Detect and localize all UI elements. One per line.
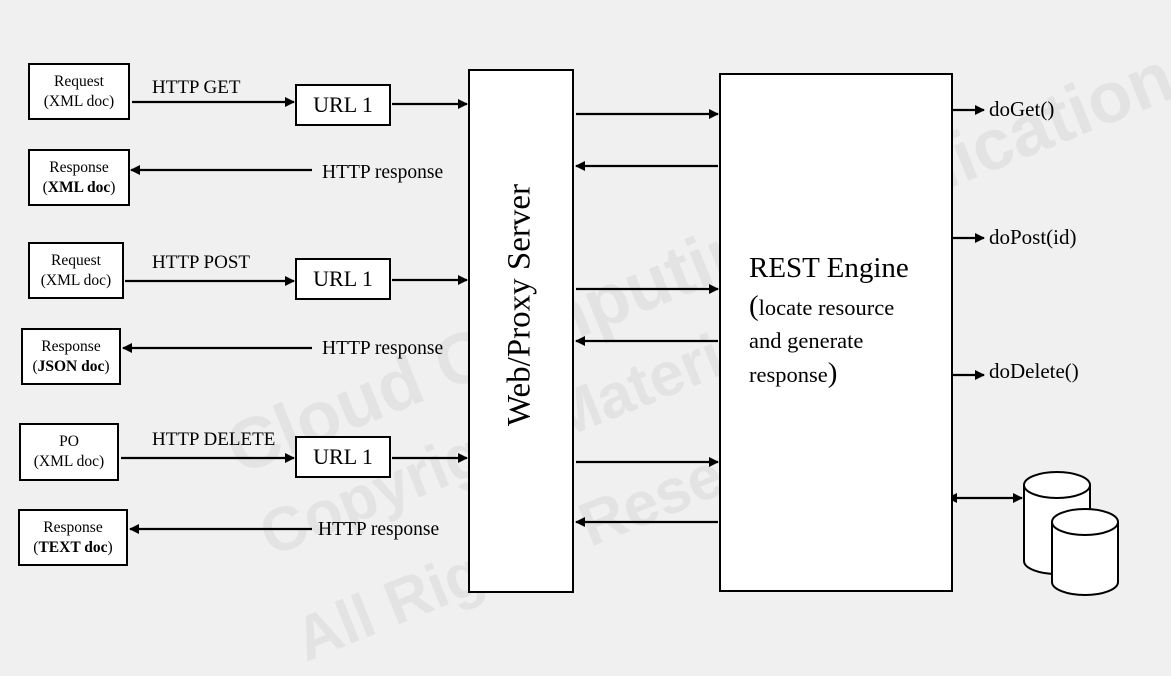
response-box-json-format: JSON doc xyxy=(37,357,105,375)
response-box-xml-line1: Response xyxy=(49,158,109,176)
url-box-post: URL 1 xyxy=(295,258,391,300)
http-response-label-2: HTTP response xyxy=(322,338,444,359)
rest-engine-box xyxy=(719,73,953,592)
database-icon xyxy=(1023,471,1119,596)
rest-engine-description: (locate resource and generate response) xyxy=(749,290,895,389)
response-box-text: Response (TEXT doc) xyxy=(18,509,128,566)
response-box-json: Response (JSON doc) xyxy=(21,328,121,385)
doget-label: doGet() xyxy=(989,97,1055,121)
dopost-label: doPost(id) xyxy=(989,225,1077,249)
url-box-get-label: URL 1 xyxy=(313,92,373,117)
rest-engine-desc-line1: locate resource xyxy=(758,295,895,320)
database-cylinder-back-top xyxy=(1023,471,1091,499)
response-box-xml-format: XML doc xyxy=(47,178,111,196)
web-proxy-server-label: Web/Proxy Server xyxy=(501,183,538,427)
dodelete-label: doDelete() xyxy=(989,359,1079,383)
connector-arrows xyxy=(121,97,1119,596)
http-get-label: HTTP GET xyxy=(152,77,241,98)
response-box-text-format: TEXT doc xyxy=(38,538,108,556)
database-cylinder-front xyxy=(1051,522,1119,596)
http-response-label-3: HTTP response xyxy=(318,519,440,540)
request-box-post-line2: (XML doc) xyxy=(40,271,112,289)
http-delete-label: HTTP DELETE xyxy=(152,429,276,450)
request-box-post: Request (XML doc) xyxy=(28,242,124,299)
url-box-post-label: URL 1 xyxy=(313,266,373,291)
request-box-delete: PO (XML doc) xyxy=(19,423,119,481)
response-box-xml: Response (XML doc) xyxy=(28,149,130,206)
rest-engine-desc-line2: and generate xyxy=(749,328,864,353)
request-box-get: Request (XML doc) xyxy=(28,63,130,120)
response-box-text-line1: Response xyxy=(43,518,103,536)
request-box-get-line1: Request xyxy=(54,72,104,90)
rest-engine-title: REST Engine xyxy=(749,252,909,284)
http-response-label-1: HTTP response xyxy=(322,162,444,183)
request-box-delete-line2: (XML doc) xyxy=(33,453,105,470)
url-box-get: URL 1 xyxy=(295,84,391,126)
request-box-get-line2: (XML doc) xyxy=(43,92,115,110)
database-cylinder-front-top xyxy=(1051,508,1119,536)
rest-engine-desc-line3: response xyxy=(749,362,828,387)
request-box-post-line1: Request xyxy=(51,251,101,269)
request-box-delete-line1: PO xyxy=(59,433,79,450)
response-box-json-line1: Response xyxy=(41,337,101,355)
url-box-delete-label: URL 1 xyxy=(313,444,373,469)
web-proxy-server-box xyxy=(468,69,574,593)
http-post-label: HTTP POST xyxy=(152,252,251,273)
url-box-delete: URL 1 xyxy=(295,436,391,478)
